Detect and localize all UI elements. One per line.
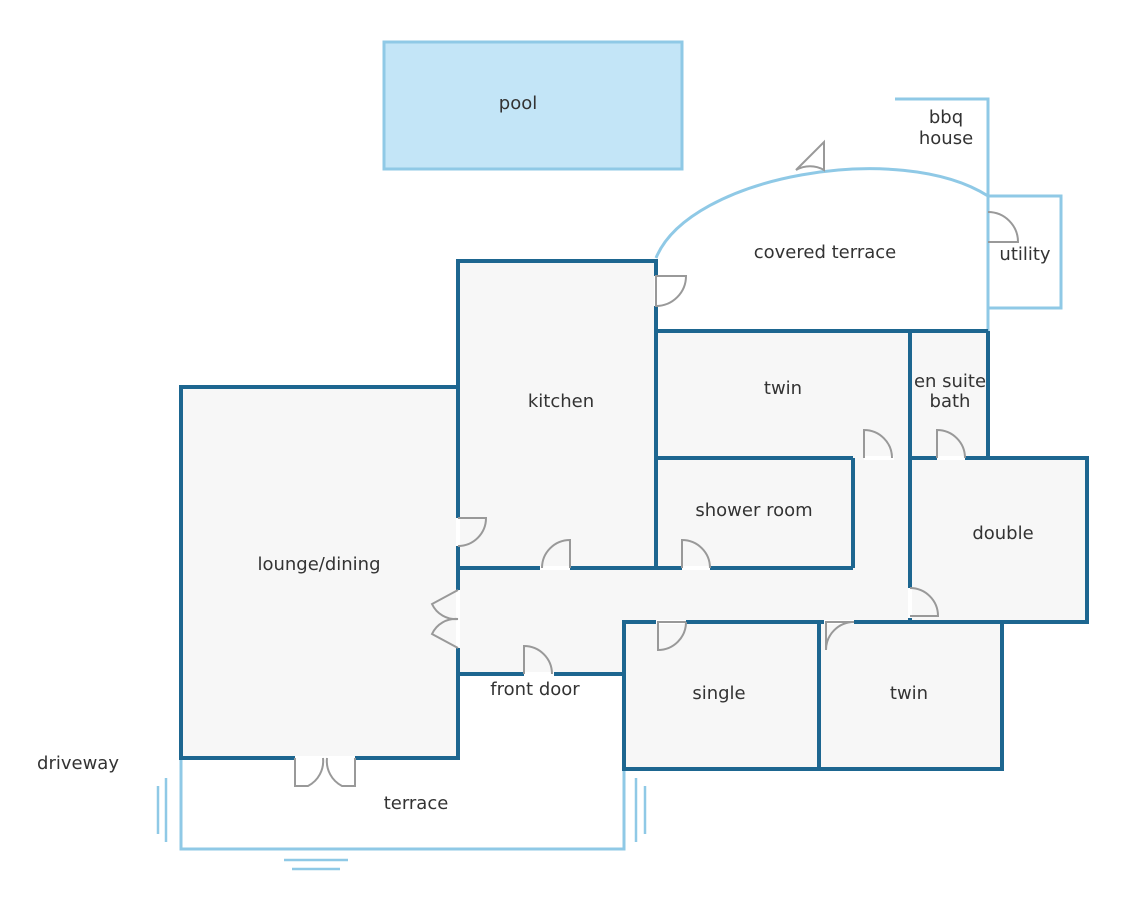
ensuite-bath-label: bath <box>930 391 971 412</box>
kitchen-label: kitchen <box>528 391 594 412</box>
twin-top-label: twin <box>764 378 802 399</box>
room-labels: pool bbq house covered terrace utility k… <box>37 93 1051 814</box>
double-label: double <box>972 523 1033 544</box>
single-label: single <box>692 683 745 704</box>
bbq-house-label: house <box>919 128 973 149</box>
twin-bottom-walls <box>817 620 1004 771</box>
door-swing-icon <box>795 139 825 172</box>
terrace-label: terrace <box>384 793 449 814</box>
bbq-house-label: bbq <box>929 107 963 128</box>
door-swing-icon <box>523 644 553 675</box>
terrace-outline <box>179 758 626 851</box>
door-swing-icon <box>909 587 940 617</box>
pool-shape <box>382 40 684 171</box>
kitchen-walls <box>456 259 658 568</box>
door-swing-icon <box>541 538 571 569</box>
door-swing-icon <box>457 517 488 547</box>
front-door-label: front door <box>490 679 580 700</box>
door-swing-icon <box>863 428 893 459</box>
covered-terrace-label: covered terrace <box>754 242 896 263</box>
ensuite-bath-label: en suite <box>914 371 986 392</box>
driveway-label: driveway <box>37 753 119 774</box>
steps-icon <box>156 778 647 871</box>
double-door-icon <box>430 589 459 649</box>
bbq-house-outline <box>895 97 990 196</box>
door-swing-icon <box>681 538 711 569</box>
twin-bottom-label: twin <box>890 683 928 704</box>
door-swings <box>294 139 1020 787</box>
shower-room-label: shower room <box>695 500 812 521</box>
pool-label: pool <box>499 93 537 114</box>
room-floors <box>181 261 1087 769</box>
utility-label: utility <box>999 244 1051 265</box>
door-swing-icon <box>936 428 966 459</box>
covered-terrace-outline <box>654 167 990 331</box>
outdoor-features <box>156 40 1063 871</box>
door-swing-icon <box>657 621 687 652</box>
door-swing-icon <box>655 275 688 308</box>
door-swing-icon <box>987 211 1020 243</box>
interior-walls <box>179 259 1089 771</box>
utility-outline <box>988 194 1063 310</box>
lounge-dining-label: lounge/dining <box>257 554 380 575</box>
door-swing-icon <box>825 621 855 651</box>
double-door-icon <box>294 757 356 787</box>
